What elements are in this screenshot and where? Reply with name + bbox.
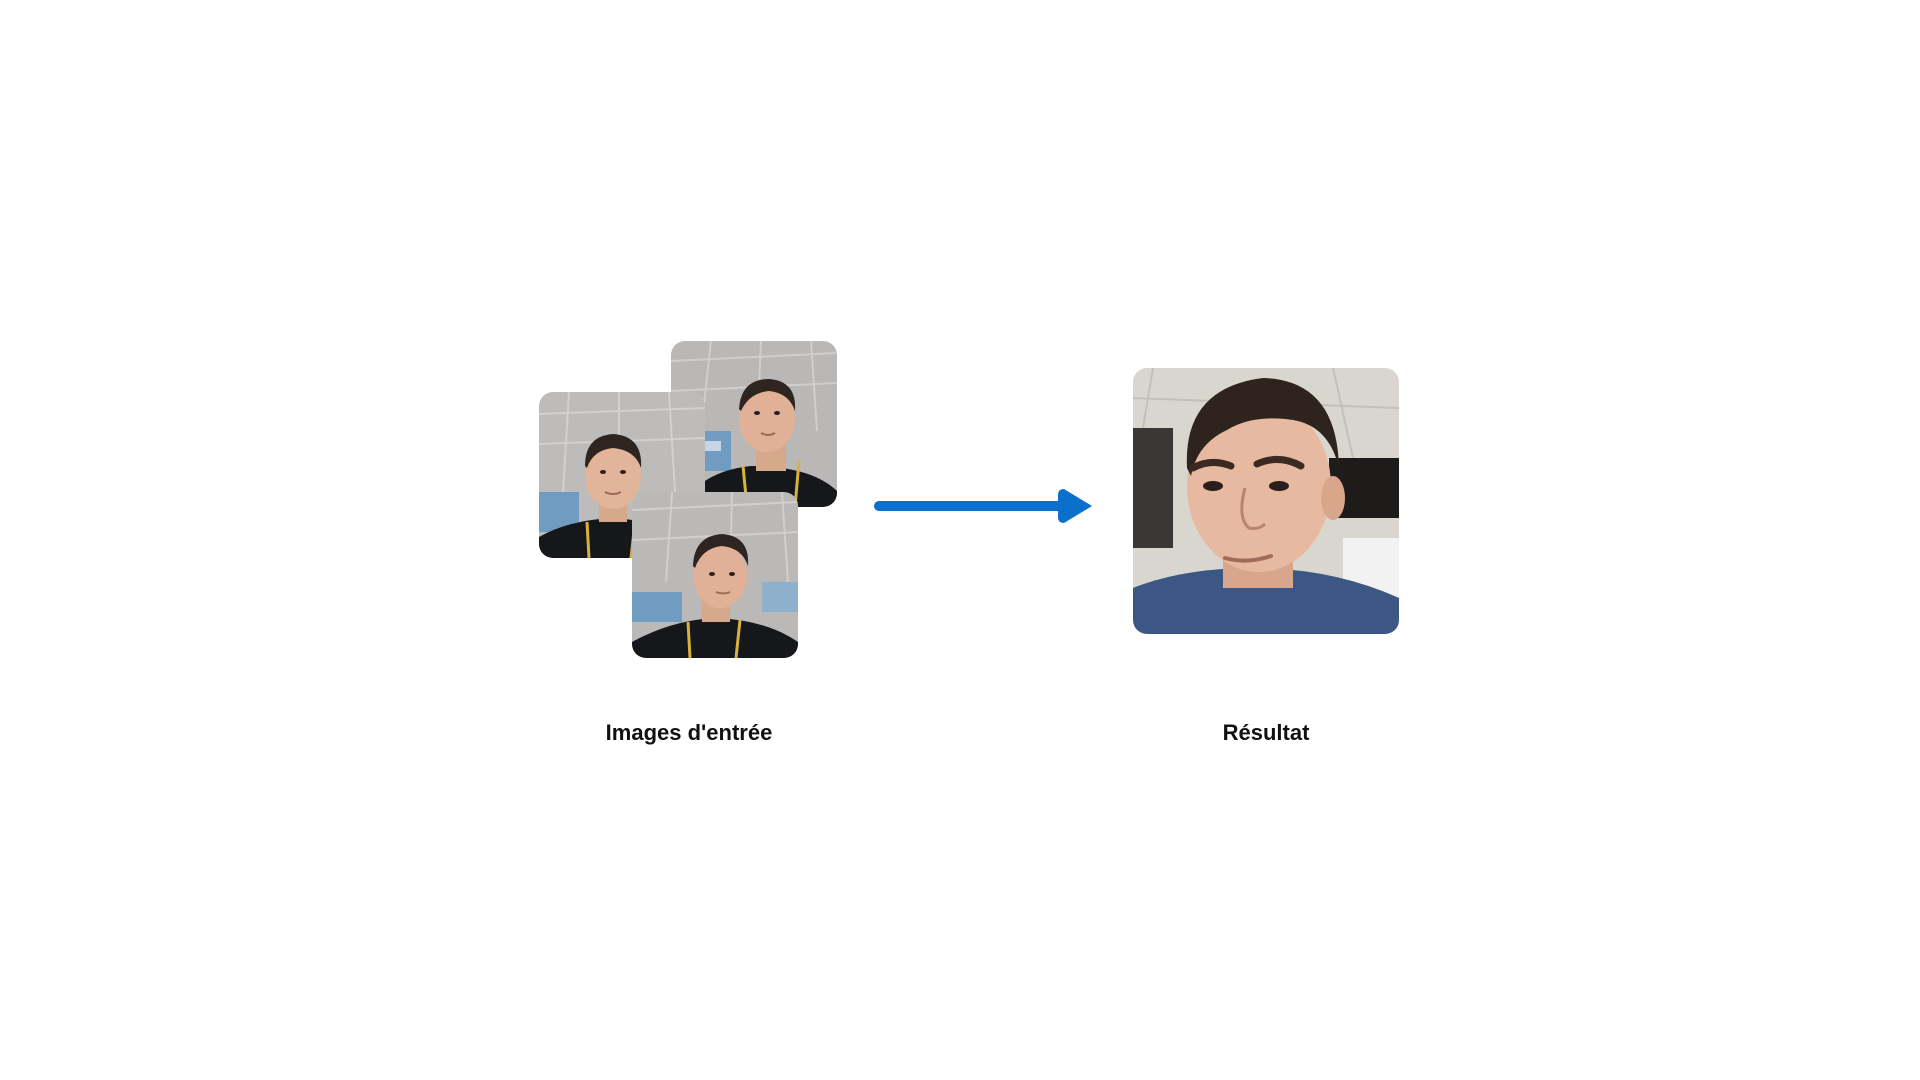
input-photo-down <box>632 492 798 658</box>
input-images-caption: Images d'entrée <box>605 720 773 745</box>
result-close-up-image <box>1133 368 1399 634</box>
result-caption: Résultat <box>1222 720 1310 745</box>
selfie-turned-down-image <box>632 492 798 658</box>
result-photo <box>1133 368 1399 634</box>
arrow-right-icon <box>874 489 1092 523</box>
